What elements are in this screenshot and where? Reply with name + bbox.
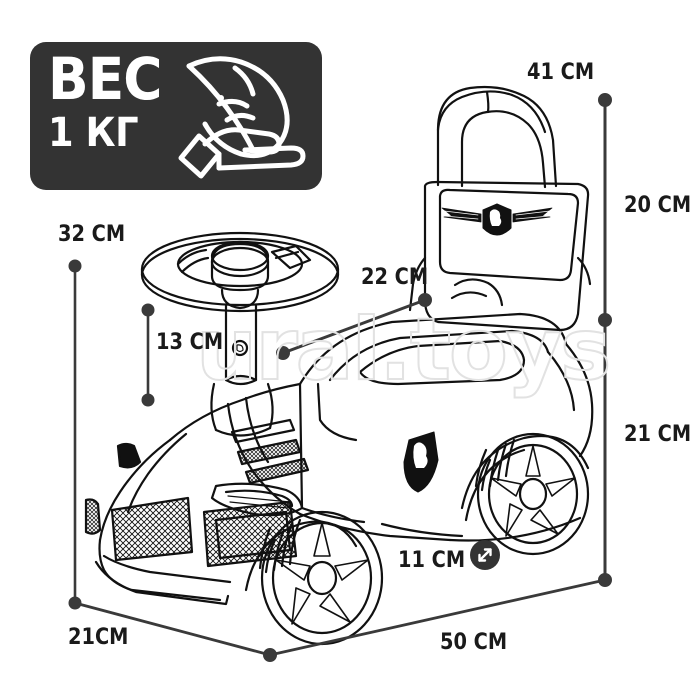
steering-wheel — [140, 231, 340, 437]
weight-badge-title: ВЕС — [48, 45, 162, 113]
dim-endpoint — [598, 93, 612, 107]
dimension-label-backrest-height: 20 CM — [624, 193, 692, 218]
weight-badge-text: ВЕС 1 КГ — [48, 48, 188, 156]
dim-endpoint — [418, 293, 432, 307]
rear-wheel — [474, 432, 590, 556]
seat-backrest — [408, 85, 592, 332]
dim-line-length — [268, 578, 607, 657]
dimension-label-wheel-diameter: 11 CM — [398, 548, 466, 573]
dim-line-depth — [73, 601, 272, 657]
weight-badge-value: 1 КГ — [48, 110, 139, 156]
dimension-label-seat-width: 22 CM — [361, 265, 429, 290]
dim-endpoint — [263, 648, 277, 662]
dimension-label-height-total: 41 CM — [527, 60, 595, 85]
dimension-label-steering-column: 13 CM — [156, 330, 224, 355]
dim-endpoint — [276, 346, 290, 360]
side-emblem — [403, 431, 439, 493]
feather-in-hand-icon — [178, 56, 306, 179]
dim-endpoint — [68, 259, 82, 273]
weight-badge: ВЕС 1 КГ — [30, 42, 322, 190]
dimension-label-body-height: 21 CM — [624, 422, 692, 447]
dimension-label-width-depth: 21CM — [68, 625, 129, 650]
backrest-emblem — [441, 203, 553, 236]
dim-endpoint — [141, 303, 155, 317]
dim-endpoint — [598, 313, 612, 327]
dimension-label-steering-height: 32 CM — [58, 222, 126, 247]
dim-line-seat-width — [281, 298, 427, 355]
resize-arrow-icon — [470, 540, 500, 570]
dim-endpoint — [141, 393, 155, 407]
car-body — [84, 312, 594, 606]
dimension-label-length-total: 50 CM — [440, 630, 508, 655]
